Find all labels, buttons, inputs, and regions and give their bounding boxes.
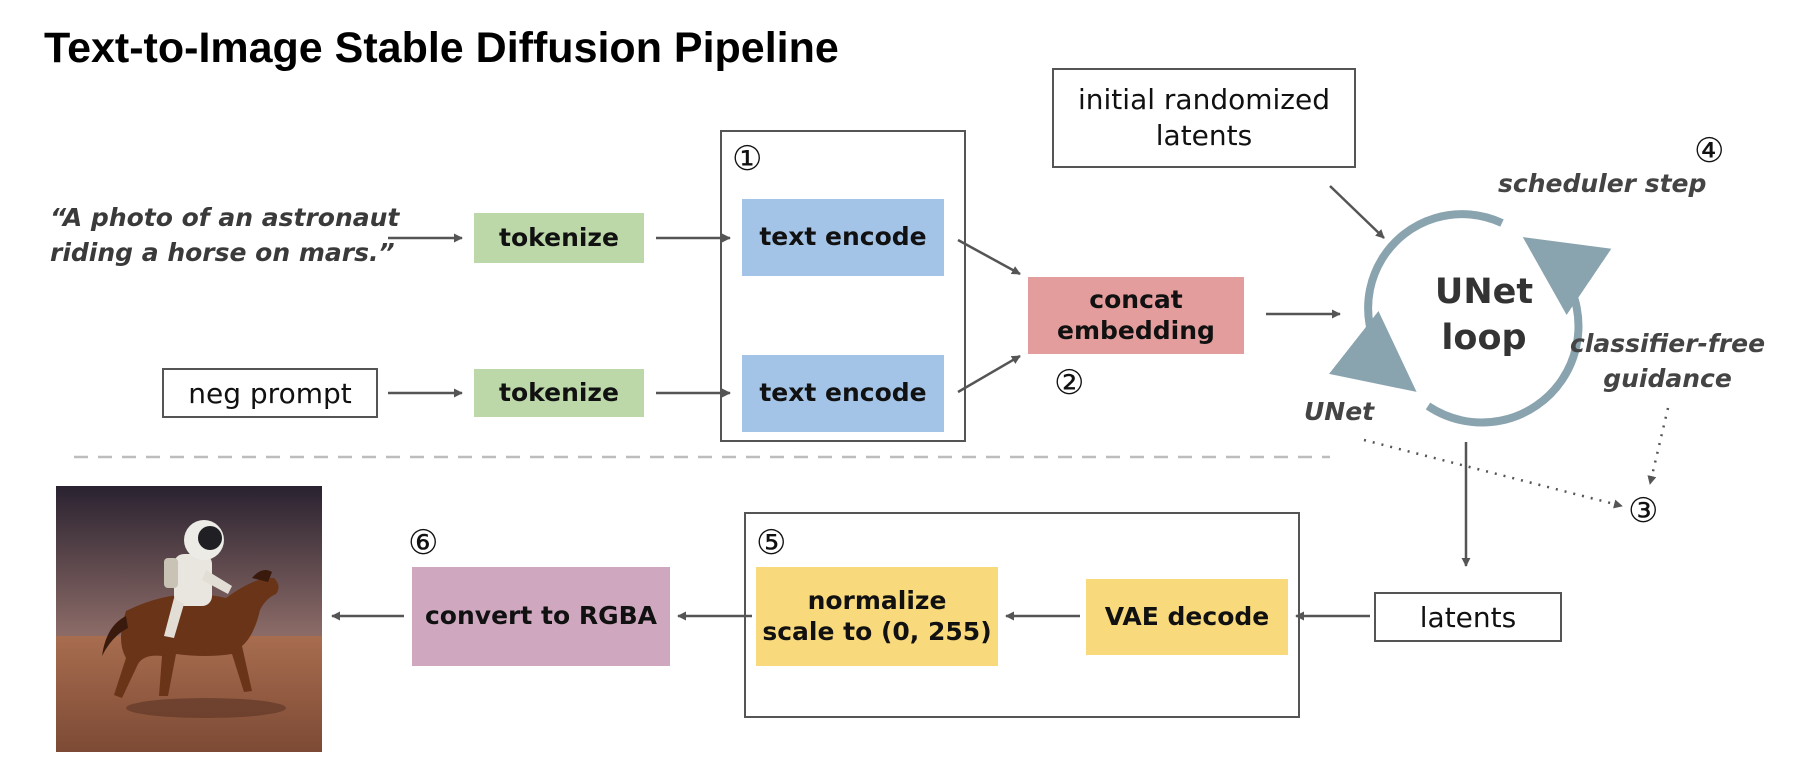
- prompt-text: “A photo of an astronaut riding a horse …: [50, 200, 399, 270]
- vae-decode-box: VAE decode: [1086, 579, 1288, 655]
- dotted-arrow-unet-to-step3: [1363, 438, 1623, 509]
- decode-group: [744, 512, 1300, 718]
- tokenize-box-top: tokenize: [474, 213, 644, 263]
- concat-line-2: embedding: [1057, 315, 1215, 345]
- neg-prompt-box: neg prompt: [162, 368, 378, 418]
- normalize-line-1: normalize: [807, 586, 947, 615]
- text-encode-box-bottom: text encode: [742, 355, 944, 432]
- initial-latents-box: initial randomized latents: [1052, 68, 1356, 168]
- diagram-title: Text-to-Image Stable Diffusion Pipeline: [44, 24, 839, 72]
- step-number-3: ③: [1628, 491, 1659, 531]
- step-number-5: ⑤: [756, 523, 787, 563]
- convert-rgba-box: convert to RGBA: [412, 567, 670, 666]
- unet-label: UNet: [1304, 397, 1375, 426]
- tokenize-box-bottom: tokenize: [474, 369, 644, 417]
- arrow-encode-bottom-to-concat: [957, 354, 1021, 394]
- guidance-line-1: classifier-free: [1570, 329, 1766, 358]
- concat-line-1: concat: [1089, 285, 1183, 314]
- loop-arrow-lower: [1425, 237, 1612, 427]
- unet-loop-label: UNet loop: [1404, 270, 1564, 361]
- scheduler-step-label: scheduler step: [1498, 169, 1707, 198]
- loop-arrow-upper: [1328, 210, 1504, 392]
- initial-latents-line-2: latents: [1155, 119, 1253, 152]
- unet-loop-line-1: UNet: [1434, 272, 1534, 312]
- latents-box: latents: [1374, 592, 1562, 642]
- dotted-arrow-guidance-to-step3: [1647, 407, 1670, 485]
- text-encoder-group: [720, 130, 966, 442]
- generated-astronaut-image: [56, 486, 322, 752]
- prompt-line-2: riding a horse on mars.”: [50, 238, 395, 267]
- prompt-line-1: “A photo of an astronaut: [50, 203, 400, 232]
- arrow-latents-to-unet: [1329, 185, 1385, 239]
- classifier-free-guidance-label: classifier-free guidance: [1570, 326, 1765, 396]
- normalize-line-2: scale to (0, 255): [762, 616, 992, 646]
- unet-loop-line-2: loop: [1441, 317, 1527, 358]
- step-number-6: ⑥: [408, 523, 439, 563]
- step-number-4: ④: [1694, 131, 1725, 171]
- text-encode-box-top: text encode: [742, 199, 944, 276]
- normalize-box: normalize scale to (0, 255): [756, 567, 998, 666]
- initial-latents-line-1: initial randomized: [1078, 82, 1330, 116]
- step-number-2: ②: [1054, 363, 1085, 403]
- arrow-encode-top-to-concat: [957, 238, 1021, 276]
- guidance-line-2: guidance: [1603, 364, 1732, 393]
- step-number-1: ①: [732, 139, 763, 179]
- concat-embedding-box: concat embedding: [1028, 277, 1244, 354]
